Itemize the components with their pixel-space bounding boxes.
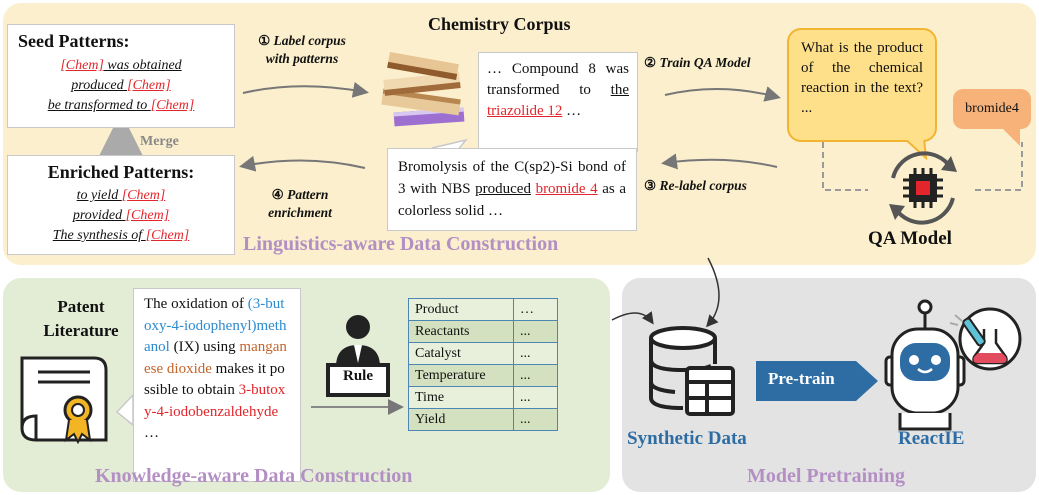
- table-row: Temperature...: [408, 364, 558, 387]
- qa-chip-icon: [889, 151, 957, 225]
- pretraining-section-title: Model Pretraining: [747, 465, 905, 487]
- enriched-patterns-box: Enriched Patterns: to yield [Chem] provi…: [7, 155, 235, 255]
- linguistics-section-title: Linguistics-aware Data Construction: [243, 233, 559, 255]
- step1-label: ① Label corpus with patterns: [258, 33, 346, 66]
- qa-model-label: QA Model: [868, 228, 952, 249]
- arrow-step4: [239, 155, 366, 172]
- enriched-pattern-line: to yield [Chem]: [76, 188, 166, 203]
- seed-pattern-line: be transformed to [Chem]: [47, 98, 195, 113]
- arrow-step1: [242, 81, 369, 98]
- rule-person-icon: [326, 315, 390, 397]
- patent-label: Patent Literature: [43, 297, 119, 340]
- product-highlight: 3-butoxy-4-iodobenzaldehyde: [144, 382, 286, 420]
- corpus-snippet-box: … Compound 8 was transformed to the tria…: [478, 52, 638, 152]
- seed-patterns-box: Seed Patterns: [Chem] was obtained produ…: [7, 24, 235, 128]
- books-icon: [381, 52, 465, 127]
- step2-label: ② Train QA Model: [644, 55, 751, 70]
- arrow-to-database: [706, 257, 720, 328]
- corpus-title: Chemistry Corpus: [428, 14, 571, 34]
- seed-pattern-line: [Chem] was obtained: [60, 58, 182, 73]
- qa-dashed-line: [822, 142, 868, 191]
- table-row: Product…: [408, 298, 558, 321]
- chem-tag: [Chem]: [60, 58, 104, 73]
- seed-pattern-line: produced [Chem]: [71, 78, 171, 93]
- arrow-step3: [661, 153, 778, 170]
- step3-label: ③ Re-label corpus: [644, 178, 747, 193]
- enriched-pattern-line: The synthesis of [Chem]: [52, 228, 190, 243]
- chem-tag: [Chem]: [125, 208, 170, 223]
- arrow-rule-to-database: [611, 311, 654, 325]
- qa-dashed-line-right: [975, 142, 1023, 191]
- patent-text-box: The oxidation of (3-butoxy-4-iodophenyl)…: [133, 288, 301, 482]
- table-row: Yield...: [408, 408, 558, 431]
- reactant-highlight: (3-butoxy-4-iodophenyl)methanol: [144, 296, 287, 355]
- reaction-properties-table: Product… Reactants... Catalyst... Temper…: [408, 298, 558, 431]
- chem-tag: [Chem]: [145, 228, 190, 243]
- chem-tag: [Chem]: [150, 98, 195, 113]
- catalyst-highlight: manganese dioxide: [144, 339, 287, 377]
- table-row: Time...: [408, 386, 558, 409]
- seed-patterns-title: Seed Patterns:: [18, 31, 130, 51]
- pretrain-arrow: [756, 361, 878, 401]
- answer-bubble: bromide4: [953, 89, 1031, 129]
- rule-label: Rule: [343, 368, 373, 384]
- enriched-pattern-line: provided [Chem]: [72, 208, 170, 223]
- step4-label: ④ Pattern enrichment: [268, 187, 332, 220]
- relabel-snippet-box: Bromolysis of the C(sp2)-Si bond of 3 wi…: [387, 148, 637, 231]
- patent-certificate-icon: [20, 356, 108, 445]
- table-row: Reactants...: [408, 320, 558, 343]
- reactie-label: ReactIE: [898, 428, 965, 449]
- question-bubble: What is the product of the chemical reac…: [787, 28, 937, 142]
- synthetic-data-label: Synthetic Data: [627, 428, 747, 449]
- robot-icon: [884, 299, 1022, 431]
- table-row: Catalyst...: [408, 342, 558, 365]
- database-icon: [649, 326, 735, 416]
- answer-bubble-tail: [1000, 126, 1020, 146]
- chem-tag: [Chem]: [127, 78, 171, 93]
- product-highlight: bromide 4: [535, 181, 598, 197]
- enriched-patterns-title: Enriched Patterns:: [47, 162, 195, 182]
- knowledge-section-title: Knowledge-aware Data Construction: [95, 465, 413, 487]
- chem-tag: [Chem]: [121, 188, 166, 203]
- product-highlight: triazolide 12: [487, 103, 563, 119]
- pretrain-label: Pre-train: [768, 369, 835, 388]
- arrow-step2: [664, 86, 781, 102]
- merge-label: Merge: [140, 134, 179, 149]
